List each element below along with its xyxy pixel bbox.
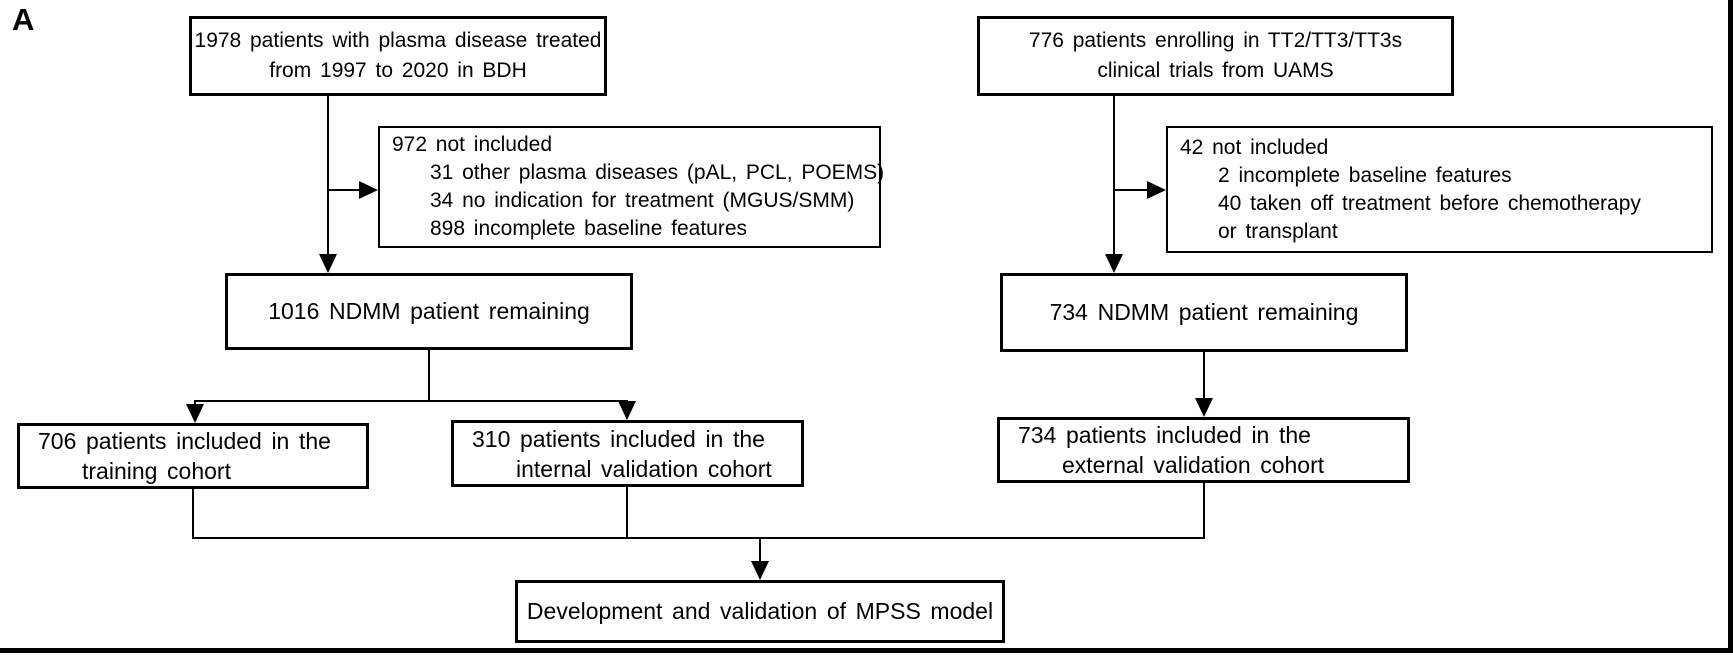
uams-excluded-item: 2 incomplete baseline features: [1218, 163, 1512, 187]
connector-merge-middle: [626, 487, 628, 539]
box-internal-validation-cohort: 310 patients included in the internal va…: [451, 420, 804, 487]
connector-split-horizontal: [194, 400, 628, 402]
box-bdh-excluded: 972 not included 31 other plasma disease…: [378, 126, 885, 248]
bdh-remaining-text: 1016 NDMM patient remaining: [268, 298, 590, 324]
box-uams-source-line2: clinical trials from UAMS: [1097, 59, 1334, 82]
box-uams-remaining: 734 NDMM patient remaining: [1000, 273, 1408, 352]
arrowhead-into-bdh-excluded: [359, 181, 378, 199]
arrowhead-into-uams-remaining: [1105, 254, 1123, 273]
training-cohort-line2: training cohort: [82, 458, 231, 484]
uams-remaining-text: 734 NDMM patient remaining: [1049, 299, 1359, 325]
connector-merge-stem: [759, 539, 761, 563]
box-uams-source: 776 patients enrolling in TT2/TT3/TT3s c…: [977, 16, 1454, 96]
arrowhead-into-training-cohort: [186, 404, 204, 423]
arrowhead-into-external-validation: [1195, 398, 1213, 417]
box-uams-excluded: 42 not included 2 incomplete baseline fe…: [1166, 126, 1713, 253]
box-outcome-mpss: Development and validation of MPSS model: [515, 580, 1005, 643]
connector-bdh-stem: [327, 96, 329, 255]
connector-merge-left: [192, 489, 194, 539]
connector-uams-exclusion-branch: [1113, 189, 1149, 191]
bdh-excluded-item: 34 no indication for treatment (MGUS/SMM…: [430, 189, 855, 212]
arrowhead-into-bdh-remaining: [319, 254, 337, 273]
box-uams-source-line1: 776 patients enrolling in TT2/TT3/TT3s: [1028, 29, 1403, 52]
connector-merge-horizontal: [192, 537, 1205, 539]
box-bdh-source: 1978 patients with plasma disease treate…: [189, 16, 607, 96]
arrowhead-into-internal-validation: [618, 401, 636, 420]
box-external-validation-cohort: 734 patients included in the external va…: [997, 417, 1410, 483]
connector-uams-stem: [1113, 96, 1115, 255]
panel-label: A: [12, 2, 35, 37]
box-training-cohort: 706 patients included in the training co…: [17, 423, 369, 489]
figure-bottom-border: [0, 648, 1733, 653]
bdh-excluded-item: 31 other plasma diseases (pAL, PCL, POEM…: [430, 161, 885, 184]
arrowhead-into-uams-excluded: [1147, 181, 1166, 199]
connector-external-stem: [1203, 352, 1205, 402]
uams-excluded-header: 42 not included: [1180, 135, 1329, 159]
internal-validation-line1: 310 patients included in the: [472, 425, 765, 452]
bdh-excluded-header: 972 not included: [392, 133, 553, 156]
connector-merge-right: [1203, 483, 1205, 539]
box-bdh-remaining: 1016 NDMM patient remaining: [225, 273, 633, 350]
connector-bdh-exclusion-branch: [327, 189, 362, 191]
outcome-text: Development and validation of MPSS model: [526, 598, 994, 624]
external-validation-line1: 734 patients included in the: [1018, 422, 1311, 448]
bdh-excluded-item: 898 incomplete baseline features: [430, 217, 748, 240]
internal-validation-line2: internal validation cohort: [516, 455, 772, 482]
uams-excluded-item: 40 taken off treatment before chemothera…: [1218, 191, 1641, 215]
box-bdh-source-line1: 1978 patients with plasma disease treate…: [194, 29, 602, 52]
training-cohort-line1: 706 patients included in the: [38, 428, 331, 454]
figure-right-border: [1728, 0, 1733, 653]
connector-split-stem: [428, 350, 430, 402]
uams-excluded-item: or transplant: [1218, 219, 1338, 243]
external-validation-line2: external validation cohort: [1062, 452, 1325, 478]
box-bdh-source-line2: from 1997 to 2020 in BDH: [269, 59, 527, 82]
arrowhead-into-outcome: [751, 561, 769, 580]
